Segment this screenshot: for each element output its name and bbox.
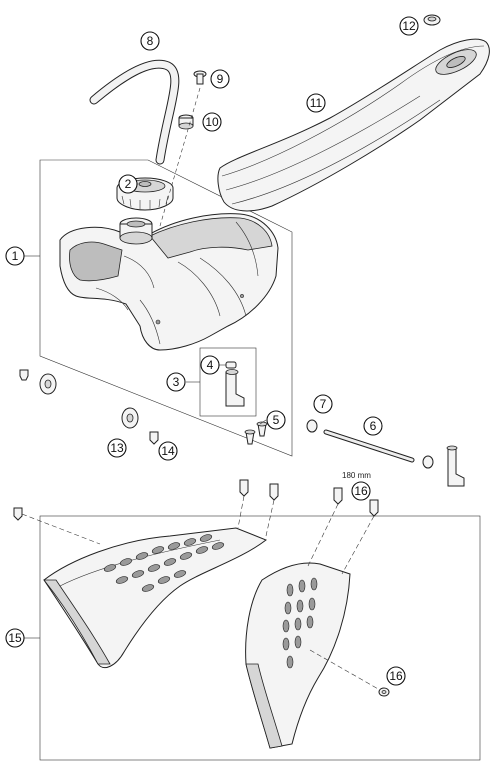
tap-fitting: [446, 445, 465, 487]
callout-10: 10: [202, 112, 222, 132]
svg-text:12: 12: [402, 19, 416, 33]
svg-text:13: 13: [110, 441, 124, 455]
svg-text:4: 4: [207, 358, 214, 372]
callout-12: 12: [399, 16, 419, 36]
svg-text:2: 2: [125, 177, 132, 191]
seat-fastener: [423, 14, 441, 26]
mount-bolt: [19, 369, 159, 445]
seat: [217, 38, 490, 212]
callout-6: 6: [363, 416, 383, 436]
callout-16-top: 16: [351, 481, 371, 501]
svg-text:6: 6: [370, 419, 377, 433]
callout-8: 8: [140, 31, 160, 51]
fuel-tank: [59, 213, 279, 351]
svg-text:14: 14: [161, 444, 175, 458]
callout-9: 9: [210, 69, 230, 89]
callout-2: 2: [118, 174, 138, 194]
svg-text:11: 11: [310, 96, 323, 110]
fuel-tap: [225, 361, 245, 407]
svg-text:3: 3: [173, 375, 180, 389]
svg-text:15: 15: [8, 631, 22, 645]
svg-text:1: 1: [12, 249, 19, 263]
callout-11: 11: [306, 93, 326, 113]
svg-text:7: 7: [320, 397, 327, 411]
guard-screws: [13, 479, 390, 697]
svg-text:10: 10: [205, 115, 219, 129]
callout-7: 7: [313, 394, 333, 414]
hose-clamp: [306, 419, 434, 469]
vent-cap: [193, 70, 207, 85]
svg-text:9: 9: [217, 72, 224, 86]
fuel-tank-group-box: [39, 159, 293, 457]
guard-vent-holes: [103, 534, 225, 592]
svg-text:16: 16: [354, 484, 368, 498]
callout-3: 3: [166, 372, 186, 392]
svg-text:5: 5: [273, 413, 280, 427]
callout-13: 13: [107, 438, 127, 458]
callout-16-bottom: 16: [386, 666, 406, 686]
tank-guard-left: [43, 527, 268, 668]
screw-leader-lines: [21, 495, 381, 691]
rubber-bushing: [39, 373, 139, 429]
callout-5: 5: [266, 410, 286, 430]
callout-15: 15: [5, 628, 25, 648]
guard-vent-holes: [282, 577, 318, 669]
grommet: [178, 114, 194, 130]
callout-4: 4: [200, 355, 220, 375]
tank-guard-right: [245, 562, 351, 749]
callout-1: 1: [5, 246, 25, 266]
hose-length-dimension: 180 mm: [342, 471, 371, 480]
svg-text:8: 8: [147, 34, 154, 48]
svg-text:16: 16: [389, 669, 403, 683]
callout-14: 14: [158, 441, 178, 461]
fuel-line: [323, 429, 415, 463]
tank-screws: [244, 421, 268, 445]
